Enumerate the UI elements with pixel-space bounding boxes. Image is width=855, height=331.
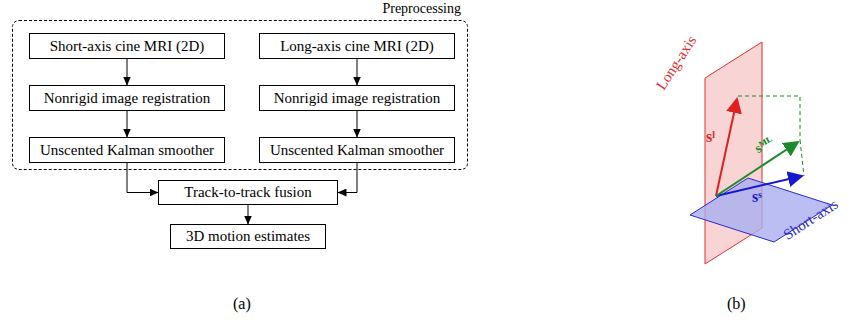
- process-box: Track-to-track fusion: [158, 180, 338, 205]
- vector-label: sˢ: [752, 188, 762, 206]
- process-box: Long-axis cine MRI (2D): [259, 33, 455, 59]
- flow-arrow: [338, 163, 357, 193]
- process-box: Nonrigid image registration: [259, 85, 455, 111]
- box-text: Track-to-track fusion: [184, 184, 311, 201]
- flow-arrow: [357, 59, 358, 85]
- box-text: Short-axis cine MRI (2D): [50, 38, 205, 55]
- projection-line: [738, 96, 800, 140]
- flow-arrow: [127, 163, 158, 193]
- process-box: Short-axis cine MRI (2D): [29, 33, 225, 59]
- box-text: 3D motion estimates: [186, 228, 310, 245]
- preprocessing-region: PreprocessingShort-axis cine MRI (2D)Non…: [12, 20, 468, 170]
- box-text: Long-axis cine MRI (2D): [280, 38, 434, 55]
- long-axis-vector: [716, 99, 737, 196]
- region-heading: Preprocessing: [382, 1, 461, 17]
- box-text: Unscented Kalman smoother: [270, 142, 444, 159]
- output-box: 3D motion estimates: [170, 224, 326, 249]
- box-text: Nonrigid image registration: [44, 90, 211, 107]
- projection-line: [800, 140, 804, 176]
- flow-arrow: [127, 59, 128, 85]
- flow-arrow: [357, 111, 358, 137]
- vector-label: sˡ: [706, 128, 715, 146]
- panel-label: (a): [233, 295, 251, 313]
- process-box: Nonrigid image registration: [29, 85, 225, 111]
- flow-arrow: [127, 111, 128, 137]
- flow-arrow: [248, 205, 249, 224]
- process-box: Unscented Kalman smoother: [259, 137, 455, 163]
- panel-label: (b): [727, 295, 746, 313]
- process-box: Unscented Kalman smoother: [29, 137, 225, 163]
- plane-label: Long-axis: [653, 33, 700, 93]
- box-text: Unscented Kalman smoother: [40, 142, 214, 159]
- box-text: Nonrigid image registration: [274, 90, 441, 107]
